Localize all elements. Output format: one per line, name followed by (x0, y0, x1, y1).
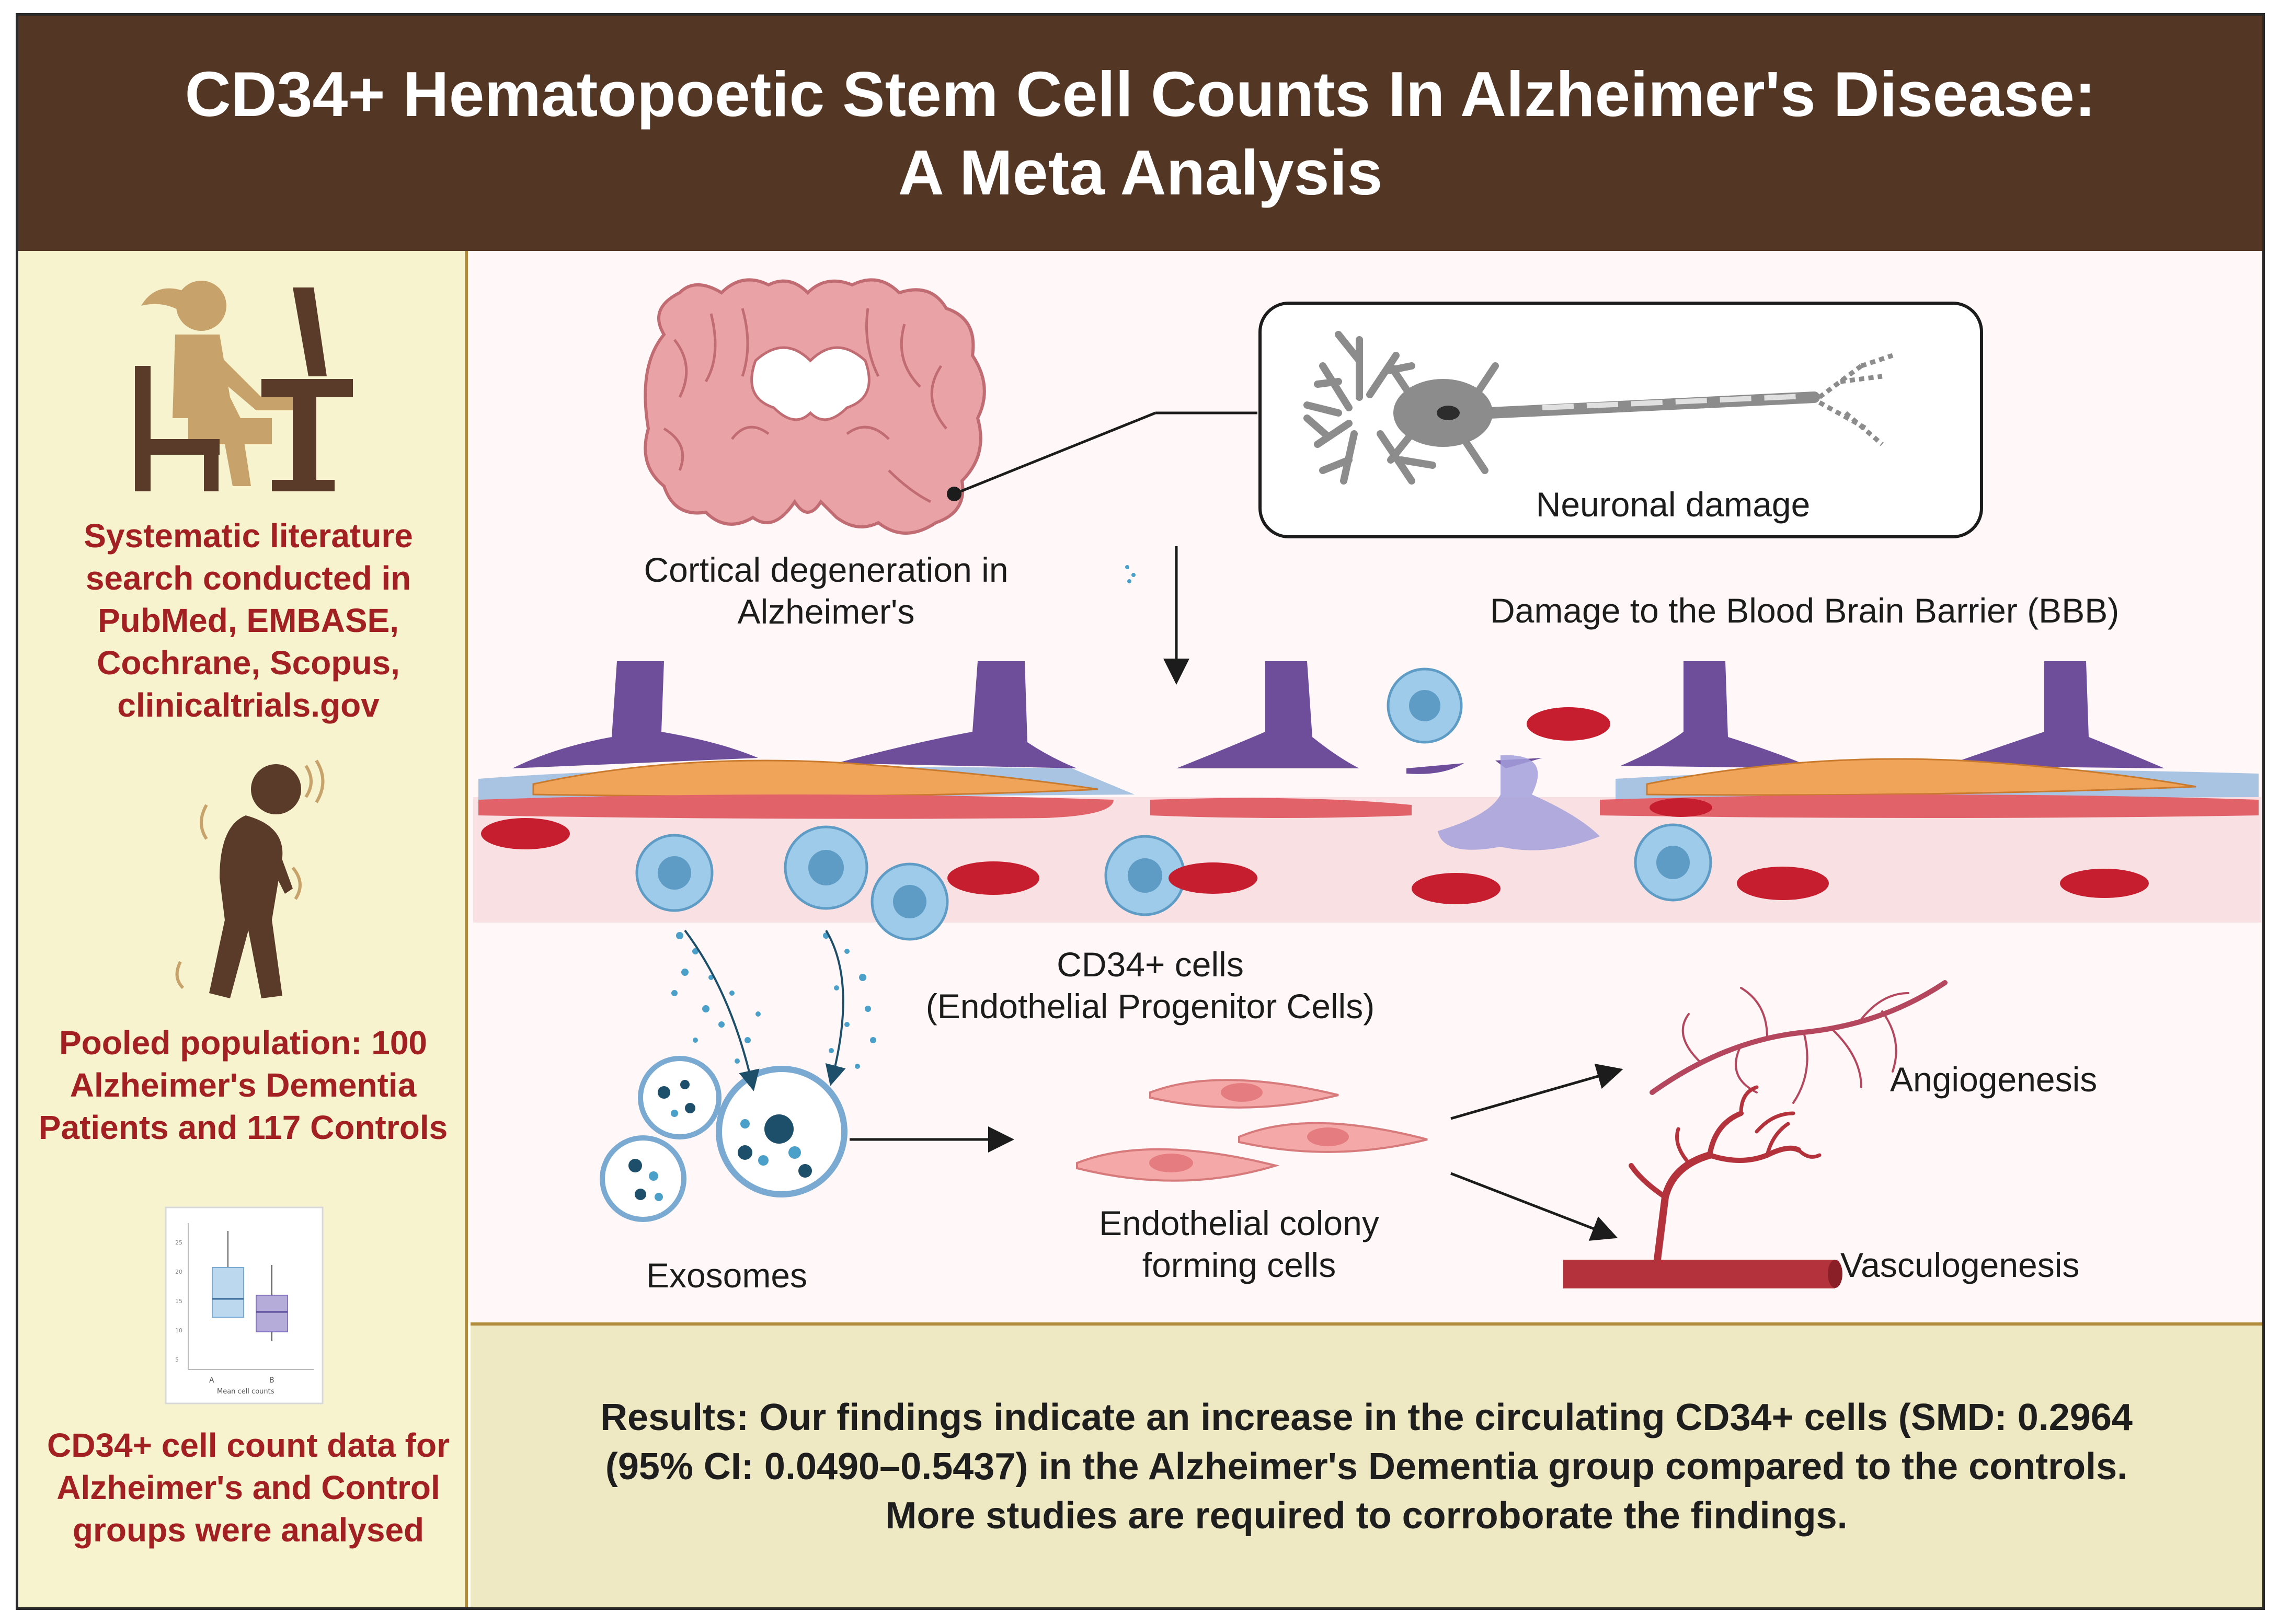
mini-chart-category-a: A (209, 1376, 214, 1385)
to-vasculogenesis-arrow (1450, 1172, 1618, 1241)
neuron-illustration (1303, 331, 1894, 485)
blood-brain-barrier-illustration (473, 661, 2261, 941)
endothelial-cells-illustration (1076, 1079, 1428, 1182)
exosomes-label: Exosomes (646, 1256, 808, 1295)
researcher-at-computer-icon (135, 281, 353, 491)
ecfc-label: Endothelial colony forming cells (1099, 1204, 1379, 1284)
bbb-damage-label: Damage to the Blood Brain Barrier (BBB) (1490, 591, 2120, 630)
title-line-2: A Meta Analysis (898, 137, 1383, 208)
mini-chart-ytick: 15 (175, 1298, 182, 1305)
mini-chart-yticks: 25 20 15 10 5 (175, 1228, 182, 1375)
vasculogenesis-label: Vasculogenesis (1840, 1246, 2080, 1284)
angiogenesis-illustration (1650, 980, 1948, 1104)
results-text: Results: Our findings indicate an increa… (600, 1396, 2133, 1537)
mini-chart-category-b: B (269, 1376, 274, 1385)
exosomes-illustration (600, 929, 876, 1222)
boxplot-thumbnail-icon (165, 1206, 324, 1404)
data-analysis-description: CD34+ cell count data for Alzheimer's an… (47, 1426, 450, 1549)
mini-chart-ytick: 25 (175, 1239, 182, 1246)
title-banner: CD34+ Hematopoetic Stem Cell Counts In A… (18, 16, 2262, 251)
neuronal-damage-label: Neuronal damage (1536, 485, 1811, 524)
results-panel: Results: Our findings indicate an increa… (471, 1322, 2262, 1607)
cd34-cells-label: CD34+ cells (Endothelial Progenitor Cell… (889, 943, 1412, 1027)
mini-chart-ytick: 20 (175, 1269, 182, 1275)
to-angiogenesis-arrow (1450, 1064, 1623, 1120)
mini-chart-xlabel: Mean cell counts (217, 1388, 274, 1396)
search-description: Systematic literature search conducted i… (84, 517, 413, 724)
vasculogenesis-illustration (1563, 1085, 1842, 1288)
cortical-degeneration-label: Cortical degeneration in Alzheimer's (644, 550, 1009, 631)
mini-chart-ytick: 10 (175, 1327, 182, 1334)
elderly-patient-icon (175, 759, 325, 998)
title-line-1: CD34+ Hematopoetic Stem Cell Counts In A… (185, 59, 2096, 130)
angiogenesis-label: Angiogenesis (1890, 1060, 2098, 1099)
cd34-cells-line-1: CD34+ cells (1057, 945, 1244, 984)
cd34-cells-line-2: (Endothelial Progenitor Cells) (925, 987, 1375, 1026)
population-description: Pooled population: 100 Alzheimer's Demen… (38, 1024, 448, 1146)
brain-section-illustration (644, 278, 986, 535)
neuron-callout-box (1258, 302, 1983, 538)
mini-chart-ytick: 5 (175, 1356, 179, 1363)
